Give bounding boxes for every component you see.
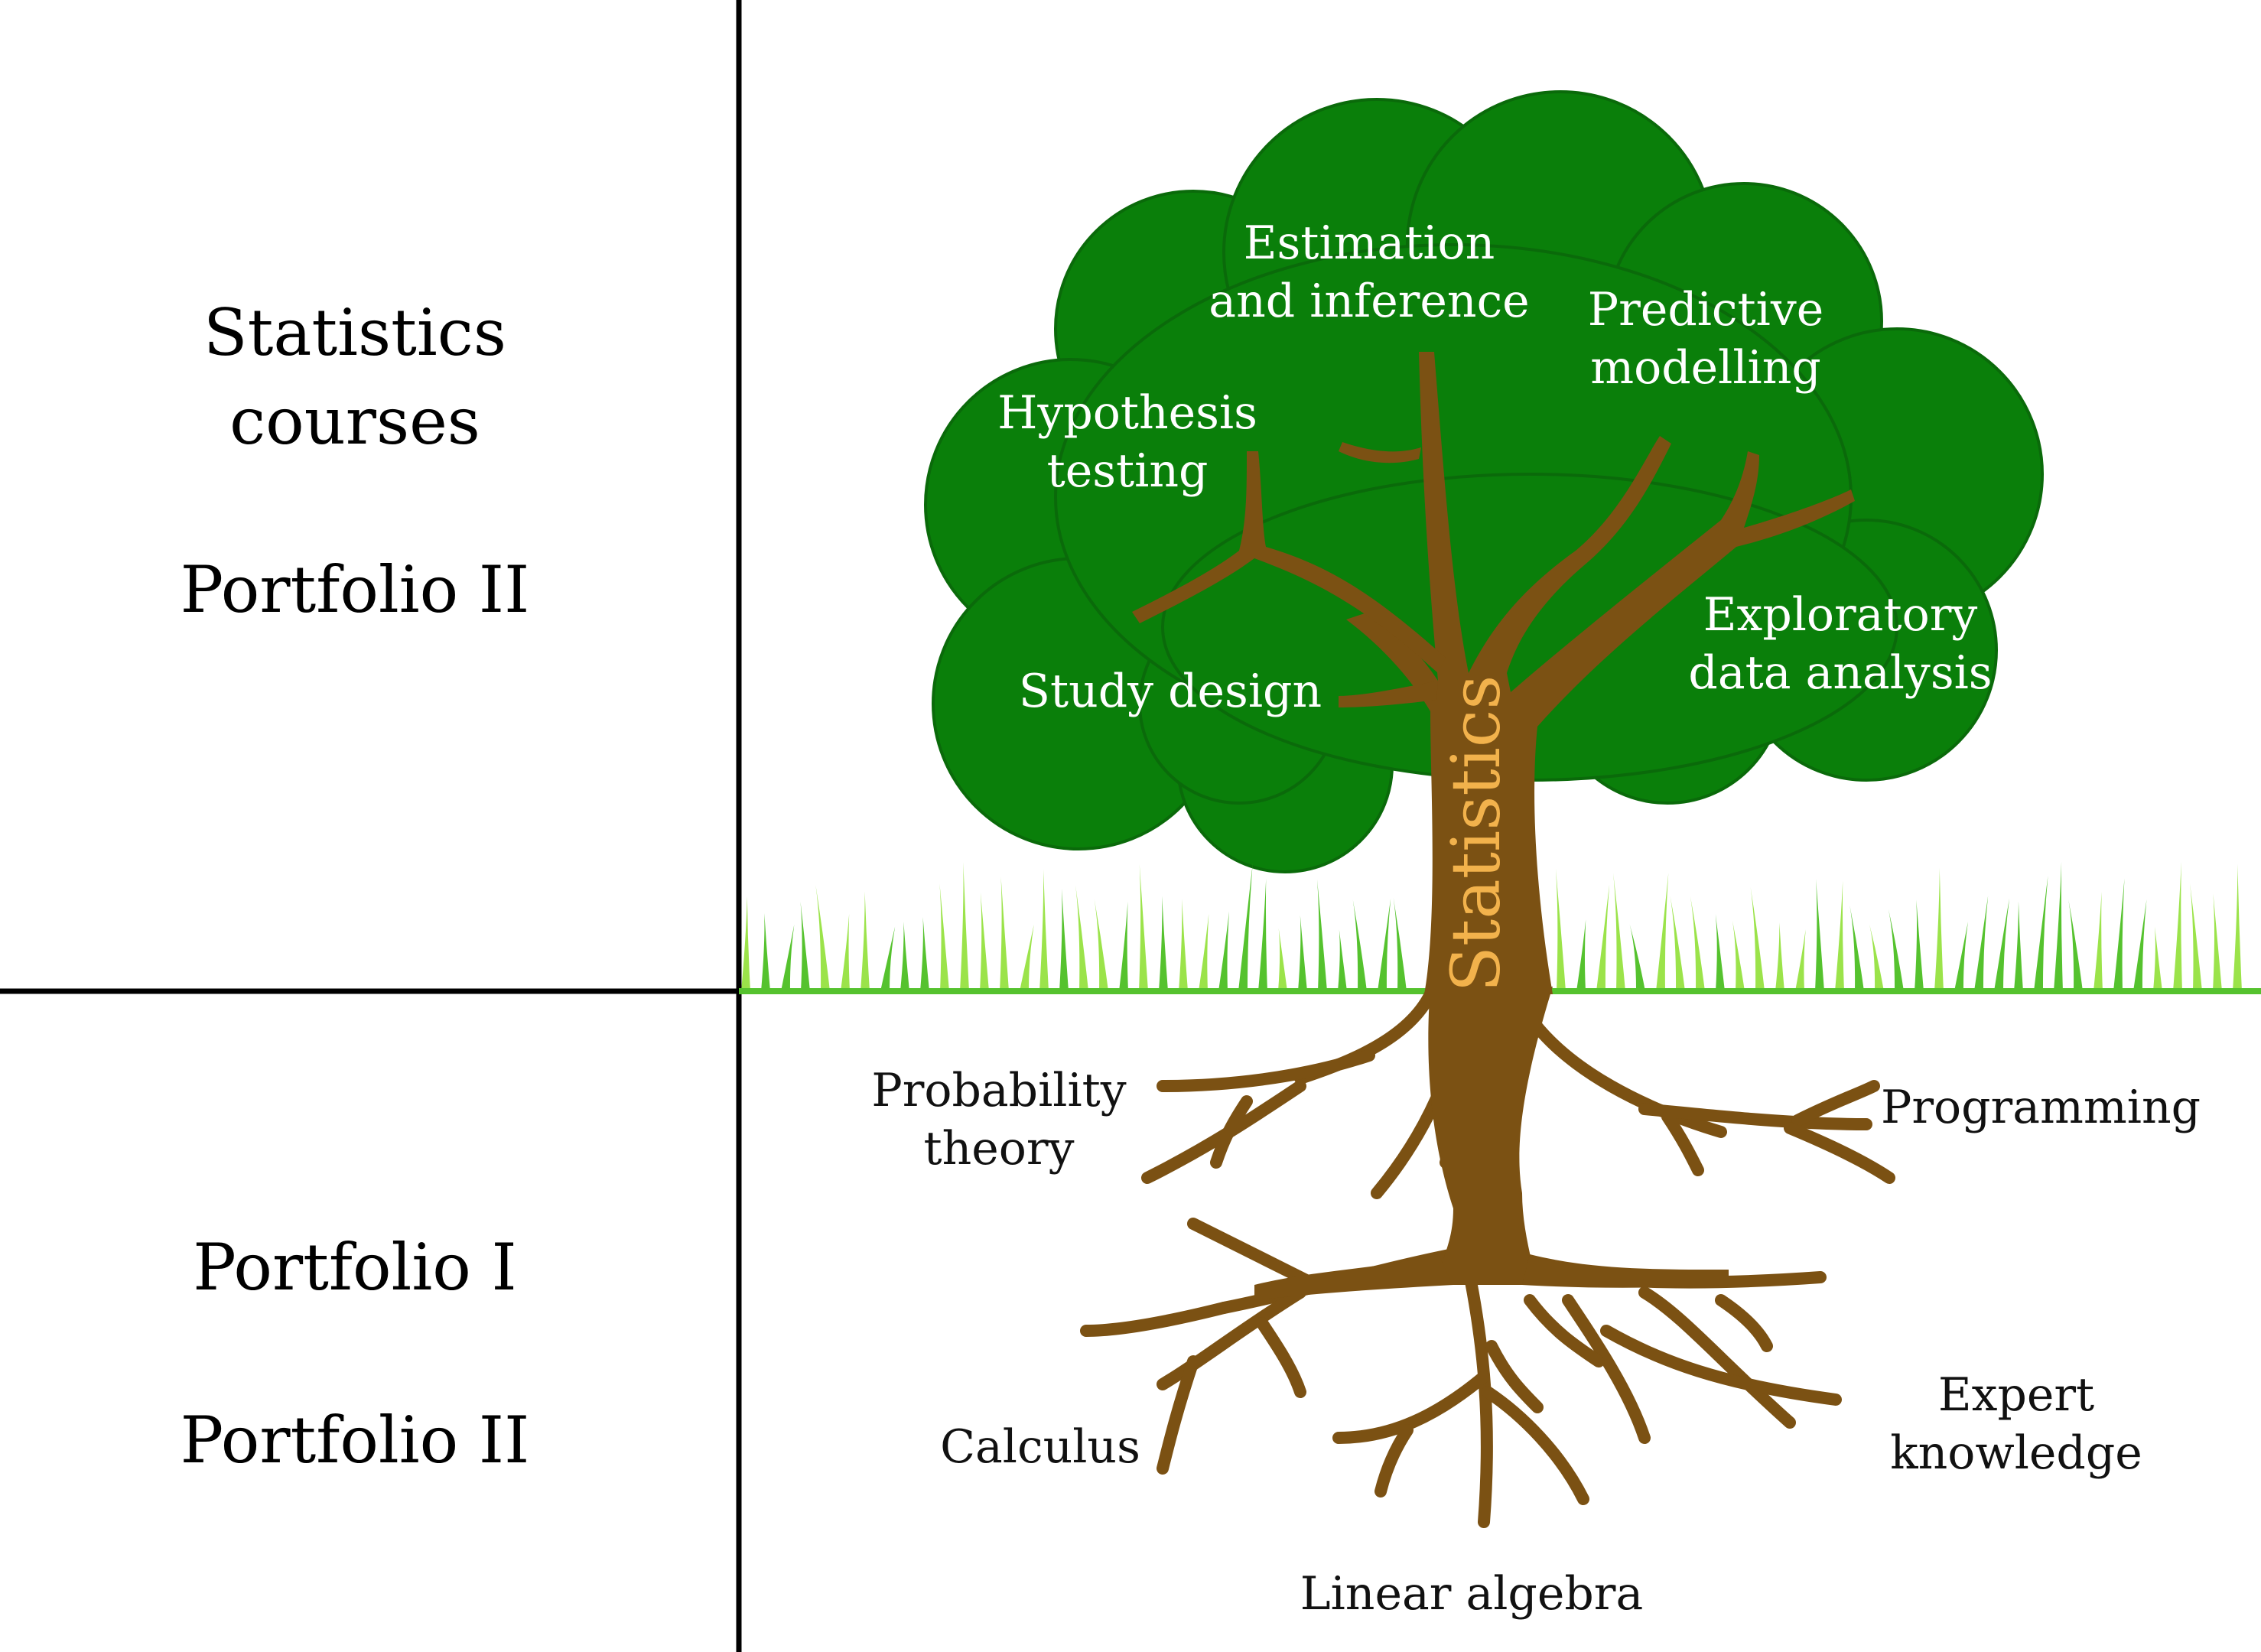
grass-blade	[1317, 879, 1327, 991]
branch-hypothesis-line1: Hypothesis	[997, 386, 1257, 440]
root-linear-algebra: Linear algebra	[1300, 1567, 1643, 1621]
grass-blade	[1715, 914, 1725, 991]
branch-estimation-line2: and inference	[1209, 275, 1529, 328]
grass-blade	[1656, 873, 1669, 991]
grass-strip	[741, 861, 2242, 991]
grass-blade	[1750, 886, 1765, 991]
grass-blade	[1000, 876, 1009, 991]
grass-blade	[980, 892, 989, 991]
grass-blade	[1378, 898, 1391, 991]
grass-blade	[2173, 861, 2182, 991]
grass-blade	[1059, 888, 1069, 991]
grass-blade	[1298, 915, 1307, 991]
grass-blade	[1629, 924, 1645, 991]
branch-exploratory-line2: data analysis	[1688, 646, 1992, 700]
grass-blade	[1596, 884, 1610, 991]
grass-blade	[1119, 901, 1128, 991]
grass-blade	[1352, 899, 1367, 991]
grass-blade	[1974, 896, 1989, 991]
grass-blade	[781, 924, 795, 991]
branch-study-design: Study design	[1019, 665, 1322, 718]
grass-blade	[1775, 922, 1784, 991]
portfolio-ii-top: Portfolio II	[181, 552, 530, 627]
grass-blade	[1393, 897, 1407, 991]
grass-blade	[960, 862, 969, 991]
grass-blade	[1835, 880, 1844, 991]
root-programming: Programming	[1881, 1081, 2201, 1134]
grass-blade	[1278, 928, 1287, 991]
heading-courses: courses	[229, 384, 480, 459]
grass-blade	[1338, 929, 1347, 991]
portfolio-ii-bottom: Portfolio II	[181, 1403, 530, 1478]
grass-blade	[2153, 926, 2162, 991]
grass-blade	[1954, 922, 1968, 991]
branch-predictive-line1: Predictive	[1588, 283, 1823, 337]
grass-blade	[1258, 878, 1267, 991]
trunk-label: Statistics	[1436, 675, 1515, 993]
grass-blade	[2190, 883, 2202, 991]
grass-blade	[2113, 878, 2125, 991]
root-labels: Probability theory Programming Calculus …	[871, 1064, 2201, 1621]
grass-blade	[2093, 892, 2103, 991]
branch-estimation-line1: Estimation	[1244, 216, 1495, 270]
grass-blade	[2068, 899, 2083, 991]
root-probability-line1: Probability	[871, 1064, 1126, 1117]
grass-blade	[1888, 909, 1904, 991]
branch-exploratory-line1: Exploratory	[1703, 588, 1978, 642]
grass-blade	[880, 926, 896, 991]
branch-labels: Estimation and inference Predictive mode…	[997, 216, 1992, 718]
heading-statistics: Statistics	[203, 295, 506, 370]
grass-blade	[2034, 876, 2048, 991]
grass-blade	[1159, 896, 1168, 991]
grass-blade	[761, 913, 770, 991]
grass-blade	[1690, 896, 1705, 991]
grass-blade	[1218, 911, 1229, 991]
grass-blade	[1094, 899, 1108, 991]
grass-blade	[1555, 868, 1566, 991]
grass-blade	[1020, 924, 1034, 991]
portfolio-i: Portfolio I	[193, 1230, 516, 1305]
grass-blade	[2014, 901, 2023, 991]
branch-hypothesis-line2: testing	[1047, 444, 1209, 498]
grass-blade	[860, 891, 870, 991]
grass-blade	[1179, 899, 1188, 991]
grass-blade	[2213, 893, 2222, 991]
grass-blade	[1670, 896, 1685, 991]
grass-blade	[1849, 905, 1864, 991]
grass-blade	[1869, 924, 1884, 991]
grass-blade	[900, 922, 909, 991]
grass-blade	[920, 916, 929, 991]
root-expert-line2: knowledge	[1890, 1426, 2142, 1480]
grass-blade	[1075, 885, 1088, 991]
grass-blade	[841, 913, 850, 991]
grass-blade	[1994, 898, 2010, 991]
left-top-section: Statistics courses Portfolio II	[181, 295, 530, 627]
root-expert-line1: Expert	[1938, 1368, 2094, 1422]
grass-blade	[2233, 863, 2242, 991]
grass-blade	[2133, 899, 2147, 991]
grass-blade	[1139, 864, 1148, 991]
grass-blade	[2054, 861, 2063, 991]
grass-blade	[1039, 869, 1049, 991]
grass-blade	[1613, 873, 1625, 991]
grass-blade	[1576, 919, 1586, 991]
grass-blade	[1815, 879, 1824, 991]
root-probability-line2: theory	[924, 1122, 1075, 1176]
root-calculus: Calculus	[940, 1420, 1140, 1474]
grass-blade	[1934, 867, 1944, 991]
grass-blade	[800, 902, 810, 991]
grass-blade	[741, 896, 750, 991]
tree-trunk	[1080, 352, 1895, 1528]
grass-blade	[1795, 929, 1806, 991]
grass-blade	[1915, 899, 1924, 991]
grass-blade	[815, 884, 830, 991]
grass-blade	[1732, 920, 1745, 991]
grass-blade	[1199, 913, 1209, 991]
branch-predictive-line2: modelling	[1590, 341, 1821, 395]
grass-blade	[939, 883, 949, 991]
grass-blade	[1238, 863, 1253, 991]
left-bottom-section: Portfolio I Portfolio II	[181, 1230, 530, 1478]
